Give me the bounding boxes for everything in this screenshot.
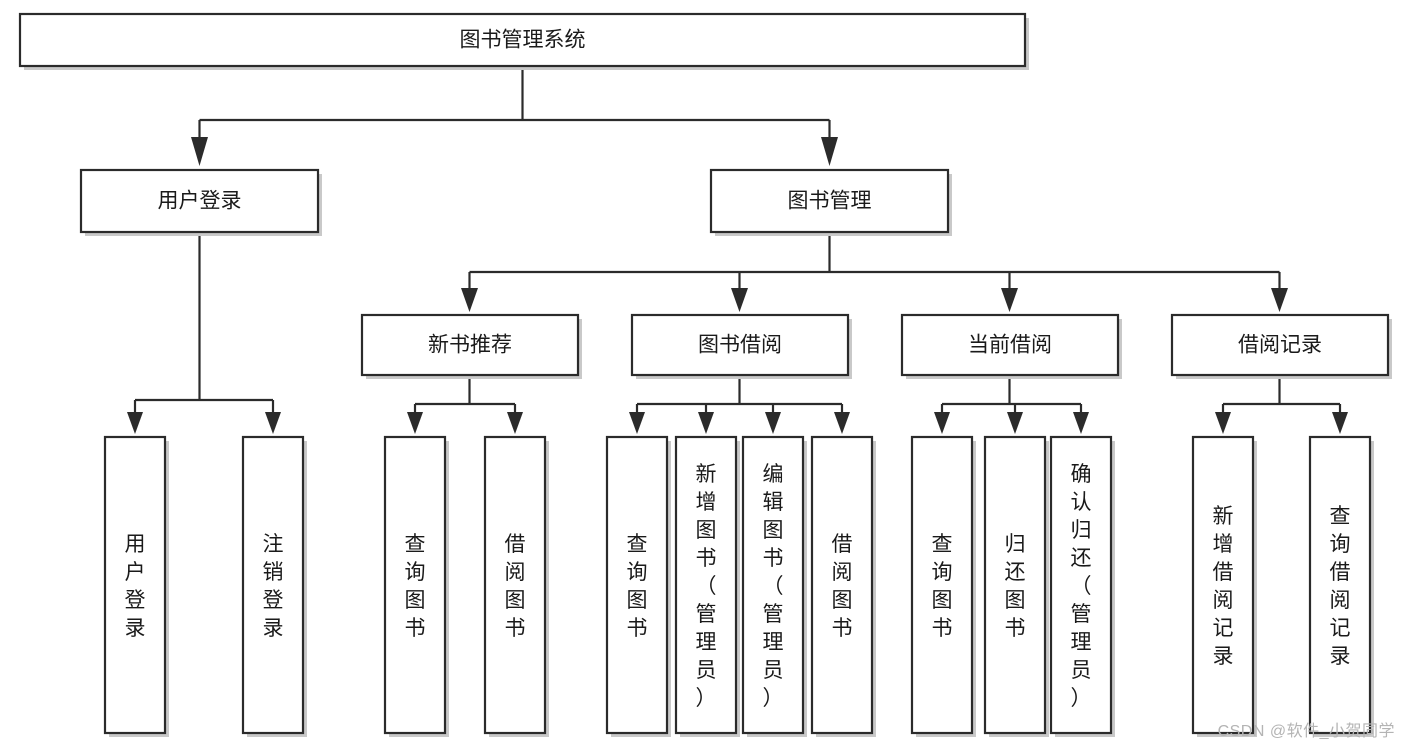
arrow-head-leaf-add-record <box>1215 412 1231 434</box>
node-borrow-record-rect[interactable] <box>1170 313 1390 377</box>
node-leaf-borrow-book-1-label: 借阅图书 <box>505 533 526 640</box>
node-leaf-user-login-rect[interactable] <box>103 435 167 735</box>
node-new-book-recommend-label: 新书推荐 <box>428 334 512 357</box>
node-leaf-edit-book-rect[interactable] <box>741 435 805 735</box>
arrow-head-leaf-query-book-2 <box>629 412 645 434</box>
connector-group-book-manage-to-level3 <box>461 232 1288 312</box>
node-leaf-query-book-2-rect[interactable] <box>605 435 669 735</box>
arrow-head-borrow-record <box>1271 288 1288 312</box>
node-leaf-query-book-1-label: 查询图书 <box>405 533 426 640</box>
connector-group-current-borrow-to-leaves <box>934 375 1089 434</box>
node-leaf-query-book-3-label: 查询图书 <box>932 533 953 640</box>
arrow-head-book-borrow <box>731 288 748 312</box>
node-borrow-record-label: 借阅记录 <box>1238 334 1322 357</box>
node-leaf-borrow-book-2[interactable]: 借阅图书 <box>810 435 876 737</box>
node-borrow-record[interactable]: 借阅记录 <box>1170 313 1392 379</box>
connector-group-new-book-to-leaves <box>407 375 523 434</box>
connector-group-root-to-level2 <box>191 66 838 166</box>
node-user-login[interactable]: 用户登录 <box>79 168 322 236</box>
csdn-watermark: CSDN @软件_小贺同学 <box>1217 723 1395 740</box>
arrow-head-user-login <box>191 137 208 166</box>
node-leaf-query-record-rect[interactable] <box>1308 435 1372 735</box>
node-leaf-query-book-2[interactable]: 查询图书 <box>605 435 671 737</box>
node-leaf-query-record-label: 查询借阅记录 <box>1330 505 1351 668</box>
node-book-manage-label: 图书管理 <box>788 190 872 213</box>
node-root-rect[interactable] <box>18 12 1027 68</box>
arrow-head-leaf-return-book <box>1007 412 1023 434</box>
node-current-borrow-rect[interactable] <box>900 313 1120 377</box>
node-leaf-confirm-return[interactable]: 确认归还（管理员） <box>1049 435 1115 737</box>
node-leaf-confirm-return-rect[interactable] <box>1049 435 1113 735</box>
node-leaf-user-logout-rect[interactable] <box>241 435 305 735</box>
arrow-head-leaf-borrow-book-1 <box>507 412 523 434</box>
node-leaf-edit-book-label: 编辑图书（管理员） <box>763 463 784 710</box>
node-leaf-user-login-label: 用户登录 <box>125 533 146 640</box>
node-leaf-return-book-rect[interactable] <box>983 435 1047 735</box>
node-leaf-query-book-3[interactable]: 查询图书 <box>910 435 976 737</box>
node-leaf-edit-book[interactable]: 编辑图书（管理员） <box>741 435 807 737</box>
arrow-head-leaf-query-book-3 <box>934 412 950 434</box>
node-book-borrow-rect[interactable] <box>630 313 850 377</box>
node-leaf-query-book-2-label: 查询图书 <box>627 533 648 640</box>
node-book-borrow-label: 图书借阅 <box>698 334 782 357</box>
arrow-head-leaf-query-book-1 <box>407 412 423 434</box>
node-leaf-add-book-label: 新增图书（管理员） <box>696 463 717 710</box>
node-leaf-user-login[interactable]: 用户登录 <box>103 435 169 737</box>
node-root-system[interactable]: 图书管理系统 <box>18 12 1029 70</box>
connector-group-borrow-record-to-leaves <box>1215 375 1348 434</box>
arrow-head-leaf-user-login <box>127 412 143 434</box>
node-leaf-borrow-book-1-rect[interactable] <box>483 435 547 735</box>
arrow-head-leaf-query-record <box>1332 412 1348 434</box>
node-user-login-label: 用户登录 <box>158 190 242 213</box>
node-leaf-query-book-1[interactable]: 查询图书 <box>383 435 449 737</box>
arrow-head-leaf-add-book <box>698 412 714 434</box>
arrow-head-leaf-borrow-book-2 <box>834 412 850 434</box>
node-leaf-query-book-1-rect[interactable] <box>383 435 447 735</box>
node-leaf-add-record-label: 新增借阅记录 <box>1213 505 1234 668</box>
node-leaf-query-record[interactable]: 查询借阅记录 <box>1308 435 1374 737</box>
node-leaf-borrow-book-2-rect[interactable] <box>810 435 874 735</box>
node-current-borrow[interactable]: 当前借阅 <box>900 313 1122 379</box>
node-user-login-rect[interactable] <box>79 168 320 234</box>
node-leaf-query-book-3-rect[interactable] <box>910 435 974 735</box>
node-book-manage[interactable]: 图书管理 <box>709 168 952 236</box>
node-book-borrow[interactable]: 图书借阅 <box>630 313 852 379</box>
node-leaf-add-book-rect[interactable] <box>674 435 738 735</box>
connector-group-user-login-to-leaves <box>127 232 281 434</box>
node-new-book-recommend[interactable]: 新书推荐 <box>360 313 582 379</box>
node-leaf-add-record[interactable]: 新增借阅记录 <box>1191 435 1257 737</box>
node-leaf-borrow-book-1[interactable]: 借阅图书 <box>483 435 549 737</box>
arrow-head-leaf-user-logout <box>265 412 281 434</box>
node-leaf-borrow-book-2-label: 借阅图书 <box>832 533 853 640</box>
arrow-head-leaf-edit-book <box>765 412 781 434</box>
node-leaf-user-logout[interactable]: 注销登录 <box>241 435 307 737</box>
node-leaf-return-book[interactable]: 归还图书 <box>983 435 1049 737</box>
connector-group-book-borrow-to-leaves <box>629 375 850 434</box>
node-leaf-return-book-label: 归还图书 <box>1005 533 1026 640</box>
node-leaf-add-record-rect[interactable] <box>1191 435 1255 735</box>
node-leaf-add-book[interactable]: 新增图书（管理员） <box>674 435 740 737</box>
arrow-head-book-manage <box>821 137 838 166</box>
arrow-head-new-book <box>461 288 478 312</box>
node-book-manage-rect[interactable] <box>709 168 950 234</box>
node-leaf-confirm-return-label: 确认归还（管理员） <box>1071 463 1092 710</box>
node-leaf-user-logout-label: 注销登录 <box>263 533 284 640</box>
arrow-head-leaf-confirm-return <box>1073 412 1089 434</box>
node-root-label: 图书管理系统 <box>460 29 586 52</box>
arrow-head-current-borrow <box>1001 288 1018 312</box>
node-new-book-recommend-rect[interactable] <box>360 313 580 377</box>
node-current-borrow-label: 当前借阅 <box>968 334 1052 357</box>
